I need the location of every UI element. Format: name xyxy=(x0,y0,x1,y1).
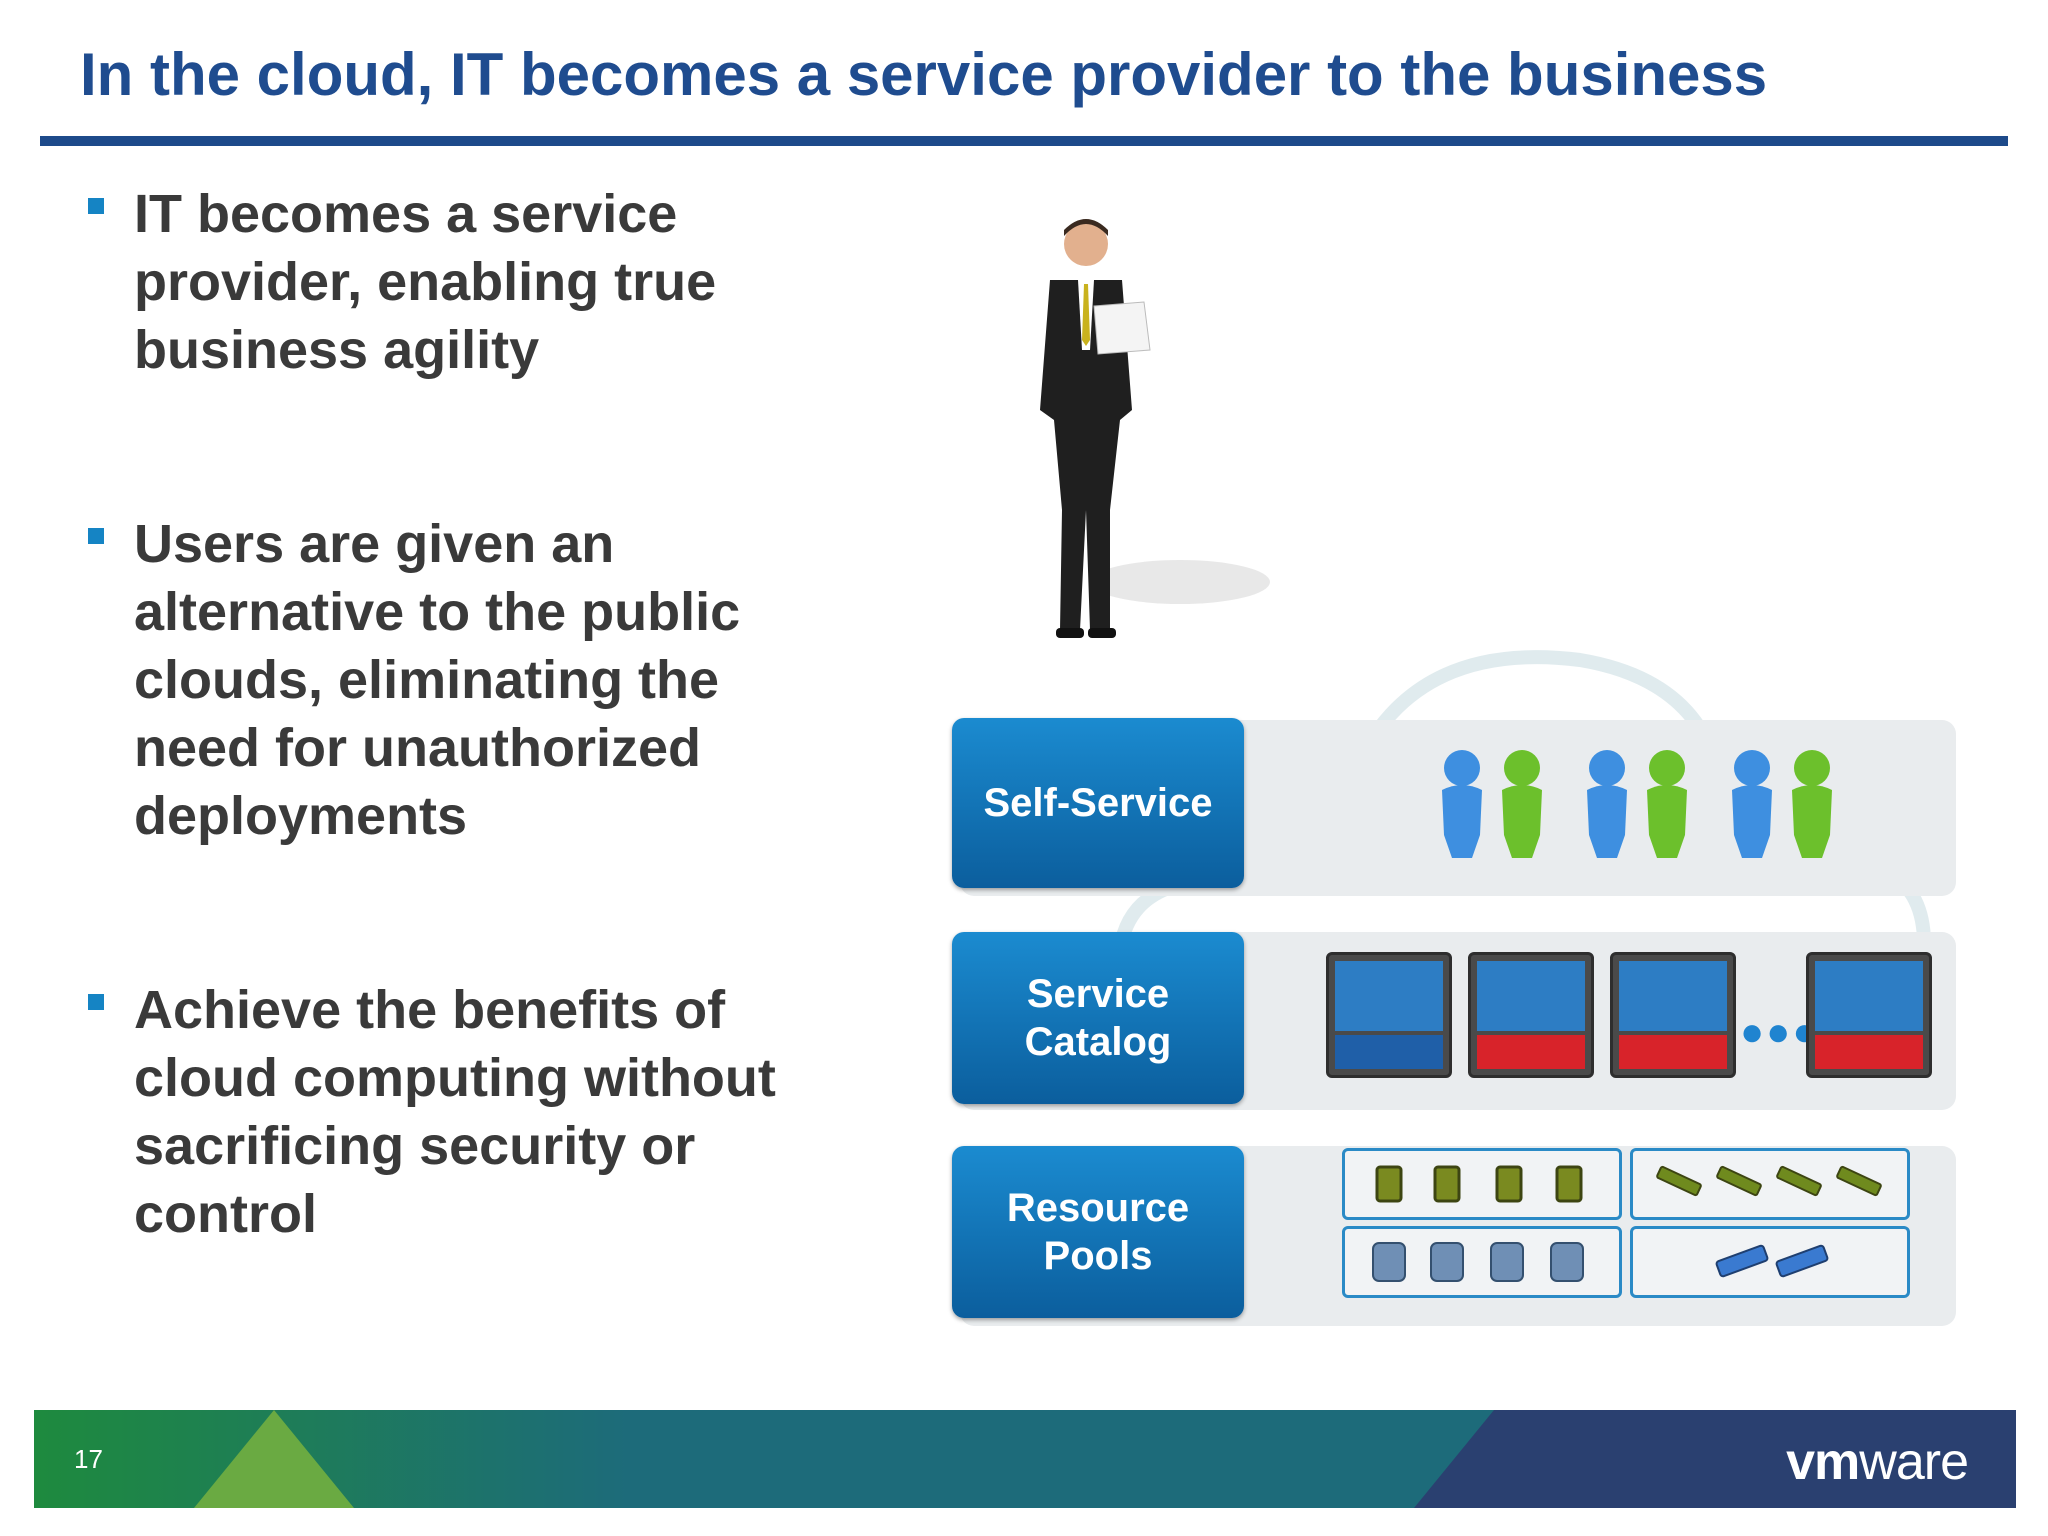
memory-stick-icons xyxy=(1656,1165,1882,1197)
bullet-marker-icon xyxy=(88,528,104,544)
bullet-text: IT becomes a service provider, enabling … xyxy=(134,180,854,384)
figure-shadow xyxy=(1090,560,1270,604)
self-service-label: Self-Service xyxy=(952,718,1244,888)
catalog-card-java-server xyxy=(1326,952,1452,1078)
bullet-marker-icon xyxy=(88,198,104,214)
figure-head xyxy=(1064,222,1108,266)
more-items-ellipsis-icon: ●●● xyxy=(1740,1010,1819,1054)
page-number: 17 xyxy=(74,1444,103,1474)
slide-title: In the cloud, IT becomes a service provi… xyxy=(80,41,1768,108)
bullet-line: Achieve the benefits of xyxy=(134,980,726,1040)
figure-tie xyxy=(1082,284,1090,346)
database-icons xyxy=(1372,1242,1584,1282)
vmware-logo: vmware xyxy=(1786,1433,1969,1491)
user-icon xyxy=(1647,750,1687,858)
storage-pool xyxy=(1342,1226,1622,1298)
layer-label-line: Self-Service xyxy=(983,781,1213,825)
bullet-line: clouds, eliminating the xyxy=(134,650,720,710)
layer-label-line: Service xyxy=(1026,972,1170,1016)
bullet-marker-icon xyxy=(88,994,104,1010)
bullet-line: deployments xyxy=(134,786,468,846)
title-underline xyxy=(40,136,2008,146)
user-icon xyxy=(1442,750,1482,858)
network-switch-icons xyxy=(1715,1244,1829,1278)
bullet-text: Users are given an alternative to the pu… xyxy=(134,510,854,850)
bullet-line: alternative to the public xyxy=(134,582,741,642)
catalog-card-file-server xyxy=(1806,952,1932,1078)
bullet-line: need for unauthorized xyxy=(134,718,701,778)
figure-shoe xyxy=(1056,628,1084,638)
bullet-line: business agility xyxy=(134,320,540,380)
user-icon xyxy=(1792,750,1832,858)
figure-shoe xyxy=(1088,628,1116,638)
catalog-card-database-server xyxy=(1610,952,1736,1078)
figure-suit xyxy=(1040,280,1132,630)
bullet-line: Users are given an xyxy=(134,514,615,574)
resource-pools-label: Resource Pools xyxy=(952,1146,1244,1318)
bullet-text: Achieve the benefits of cloud computing … xyxy=(134,976,854,1248)
bullet-line: IT becomes a service xyxy=(134,184,678,244)
user-icon xyxy=(1732,750,1772,858)
cpu-chip-icons xyxy=(1375,1165,1583,1203)
layer-label-line: Resource xyxy=(1006,1186,1190,1230)
bullet-line: control xyxy=(134,1184,317,1244)
bullet-line: provider, enabling true xyxy=(134,252,717,312)
catalog-card-web-server xyxy=(1468,952,1594,1078)
businessman-figure xyxy=(1040,219,1270,638)
network-pool xyxy=(1630,1226,1910,1298)
figure-hair xyxy=(1064,219,1108,236)
footer-bar: 17 vmware xyxy=(34,1410,2016,1508)
layer-label-line: Catalog xyxy=(1024,1020,1172,1064)
cloud-outline xyxy=(1109,650,1931,1058)
user-icon xyxy=(1587,750,1627,858)
service-catalog-label: Service Catalog xyxy=(952,932,1244,1104)
cpu-pool xyxy=(1342,1148,1622,1220)
user-icon xyxy=(1502,750,1542,858)
bullet-line: sacrificing security or xyxy=(134,1116,696,1176)
figure-paper xyxy=(1093,301,1151,355)
users-group xyxy=(1442,750,1832,858)
memory-pool xyxy=(1630,1148,1910,1220)
footer-background xyxy=(34,1410,2016,1508)
bullet-line: cloud computing without xyxy=(134,1048,776,1108)
layer-label-line: Pools xyxy=(1043,1234,1153,1278)
